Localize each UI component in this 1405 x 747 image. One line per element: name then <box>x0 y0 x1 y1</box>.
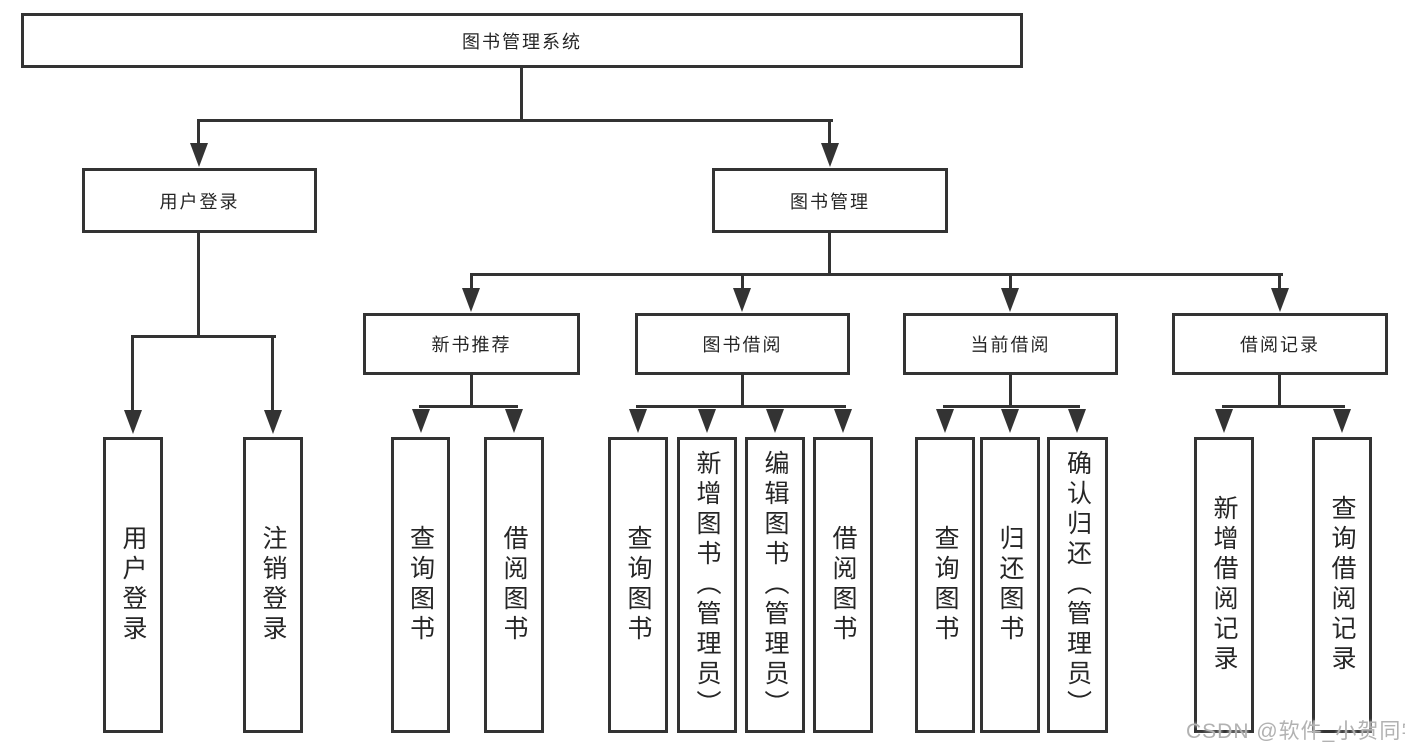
connector-line <box>197 119 200 147</box>
connector-line <box>1009 273 1012 291</box>
node-label: 借阅记录 <box>1240 335 1320 355</box>
csdn-watermark: CSDN @软件_小贺同学 <box>1186 720 1405 743</box>
node-label: 图书管理 <box>790 191 870 212</box>
connector-line <box>741 375 744 408</box>
connector-line <box>131 335 276 338</box>
node-book-management: 图书管理 <box>712 168 948 233</box>
arrowhead-down-icon <box>733 288 751 312</box>
node-user-login: 用户登录 <box>82 168 317 233</box>
leaf-user-login: 用户登录 <box>103 437 163 733</box>
leaf-label: 新增借阅记录 <box>1210 495 1238 675</box>
arrowhead-down-icon <box>1333 409 1351 433</box>
arrowhead-down-icon <box>821 143 839 167</box>
leaf-label: 编辑图书（管理员） <box>761 450 789 720</box>
leaf-label: 查询图书 <box>406 525 435 645</box>
connector-line <box>1278 273 1281 291</box>
leaf-edit-books-admin: 编辑图书（管理员） <box>745 437 805 733</box>
leaf-query-books-recommend: 查询图书 <box>391 437 450 733</box>
arrowhead-down-icon <box>629 409 647 433</box>
arrowhead-down-icon <box>834 409 852 433</box>
arrowhead-down-icon <box>124 410 142 434</box>
node-label: 新书推荐 <box>431 335 512 355</box>
connector-line <box>470 273 1283 276</box>
arrowhead-down-icon <box>698 409 716 433</box>
connector-line <box>470 375 473 408</box>
node-label: 图书借阅 <box>702 335 783 355</box>
connector-line <box>828 119 831 147</box>
node-current-borrow: 当前借阅 <box>903 313 1118 375</box>
leaf-label: 用户登录 <box>119 525 147 645</box>
node-borrow-records: 借阅记录 <box>1172 313 1388 375</box>
connector-line <box>636 405 846 408</box>
arrowhead-down-icon <box>505 409 523 433</box>
arrowhead-down-icon <box>936 409 954 433</box>
arrowhead-down-icon <box>412 409 430 433</box>
connector-line <box>470 273 473 291</box>
node-label: 图书管理系统 <box>462 31 582 52</box>
leaf-label: 注销登录 <box>259 525 287 645</box>
leaf-label: 确认归还（管理员） <box>1063 450 1092 720</box>
leaf-query-borrow-record: 查询借阅记录 <box>1312 437 1372 733</box>
connector-line <box>828 233 831 276</box>
node-new-book-recommend: 新书推荐 <box>363 313 580 375</box>
node-label: 用户登录 <box>159 191 240 212</box>
node-root-system: 图书管理系统 <box>21 13 1023 68</box>
leaf-label: 新增图书（管理员） <box>693 450 721 720</box>
node-label: 当前借阅 <box>970 335 1051 355</box>
arrowhead-down-icon <box>1068 409 1086 433</box>
leaf-borrow-books: 借阅图书 <box>813 437 873 733</box>
connector-line <box>1222 405 1345 408</box>
arrowhead-down-icon <box>462 288 480 312</box>
leaf-label: 归还图书 <box>996 525 1024 645</box>
connector-line <box>131 335 134 412</box>
leaf-return-books: 归还图书 <box>980 437 1040 733</box>
leaf-label: 借阅图书 <box>829 525 857 645</box>
arrowhead-down-icon <box>190 143 208 167</box>
leaf-label: 查询借阅记录 <box>1328 495 1356 675</box>
connector-line <box>1278 375 1281 408</box>
arrowhead-down-icon <box>1271 288 1289 312</box>
arrowhead-down-icon <box>766 409 784 433</box>
leaf-confirm-return-admin: 确认归还（管理员） <box>1047 437 1108 733</box>
leaf-label: 查询图书 <box>931 525 959 645</box>
node-book-borrow: 图书借阅 <box>635 313 850 375</box>
connector-line <box>741 273 744 291</box>
connector-line <box>520 68 523 122</box>
arrowhead-down-icon <box>1001 409 1019 433</box>
leaf-label: 借阅图书 <box>500 525 528 645</box>
leaf-query-current-books: 查询图书 <box>915 437 975 733</box>
leaf-label: 查询图书 <box>624 525 652 645</box>
arrowhead-down-icon <box>1215 409 1233 433</box>
connector-line <box>271 335 274 412</box>
connector-line <box>197 119 833 122</box>
leaf-add-borrow-record: 新增借阅记录 <box>1194 437 1254 733</box>
connector-line <box>197 233 200 338</box>
leaf-add-books-admin: 新增图书（管理员） <box>677 437 737 733</box>
connector-line <box>943 405 1080 408</box>
leaf-logout: 注销登录 <box>243 437 303 733</box>
connector-line <box>419 405 518 408</box>
leaf-query-books: 查询图书 <box>608 437 668 733</box>
connector-line <box>1009 375 1012 408</box>
arrowhead-down-icon <box>1001 288 1019 312</box>
leaf-borrow-books-recommend: 借阅图书 <box>484 437 544 733</box>
arrowhead-down-icon <box>264 410 282 434</box>
